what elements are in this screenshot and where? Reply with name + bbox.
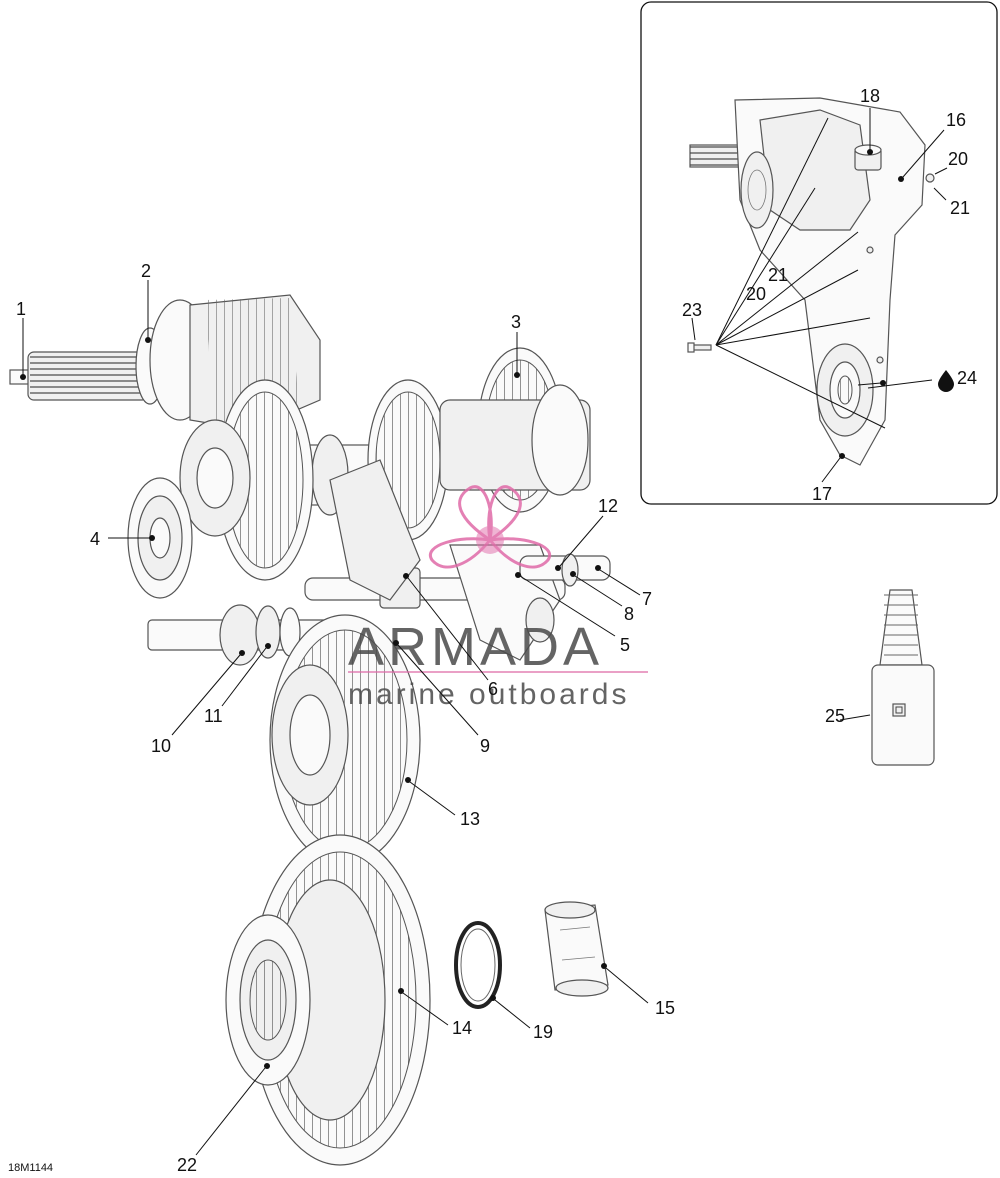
bolt-leader-fan: [715, 117, 886, 429]
callout-23: 23: [682, 300, 702, 320]
watermark: ARMADA marine outboards: [348, 485, 648, 711]
oil-bottle-icon: [871, 589, 935, 766]
sleeve: [544, 901, 609, 997]
callout-21-right: 21: [950, 198, 970, 218]
callout-9: 9: [480, 736, 490, 756]
callout-20-right: 20: [948, 149, 968, 169]
callout-17: 17: [812, 484, 832, 504]
callout-25: 25: [825, 706, 845, 726]
callout-15: 15: [655, 998, 675, 1018]
o-ring: [454, 921, 502, 1009]
drive-gear: [269, 614, 421, 866]
bearing: [127, 477, 193, 599]
callout-22: 22: [177, 1155, 197, 1175]
callout-11: 11: [204, 706, 223, 726]
callout-5: 5: [620, 635, 630, 655]
leader-lines: [20, 108, 948, 1156]
idler-gear: [179, 379, 314, 581]
callout-20-left: 20: [746, 284, 766, 304]
callout-10: 10: [151, 736, 171, 756]
callout-4: 4: [90, 529, 100, 549]
watermark-brand: ARMADA: [348, 617, 603, 677]
callout-19: 19: [533, 1022, 553, 1042]
callout-8: 8: [624, 604, 634, 624]
callout-3: 3: [511, 312, 521, 332]
bolt-icon: [687, 342, 712, 353]
callout-16: 16: [946, 110, 966, 130]
ring-gear: [225, 834, 431, 1166]
shift-fork-assembly: [304, 459, 611, 661]
callout-13: 13: [460, 809, 480, 829]
callout-6: 6: [488, 679, 498, 699]
gear-cluster: [299, 347, 591, 541]
callout-labels: 1 2 3 4 5 6 7 8 9 10 11 12 13 14 15 16 1…: [8, 86, 977, 1175]
callout-18: 18: [860, 86, 880, 106]
oil-drop-icon: [938, 370, 954, 392]
watermark-tagline: marine outboards: [348, 678, 629, 711]
callout-14: 14: [452, 1018, 472, 1038]
callout-12: 12: [598, 496, 618, 516]
callout-21-left: 21: [768, 265, 788, 285]
callout-24: 24: [957, 368, 977, 388]
callout-1: 1: [16, 299, 26, 319]
callout-2: 2: [141, 261, 151, 281]
callout-7: 7: [642, 589, 652, 609]
drawing-code: 18M1144: [8, 1162, 53, 1174]
